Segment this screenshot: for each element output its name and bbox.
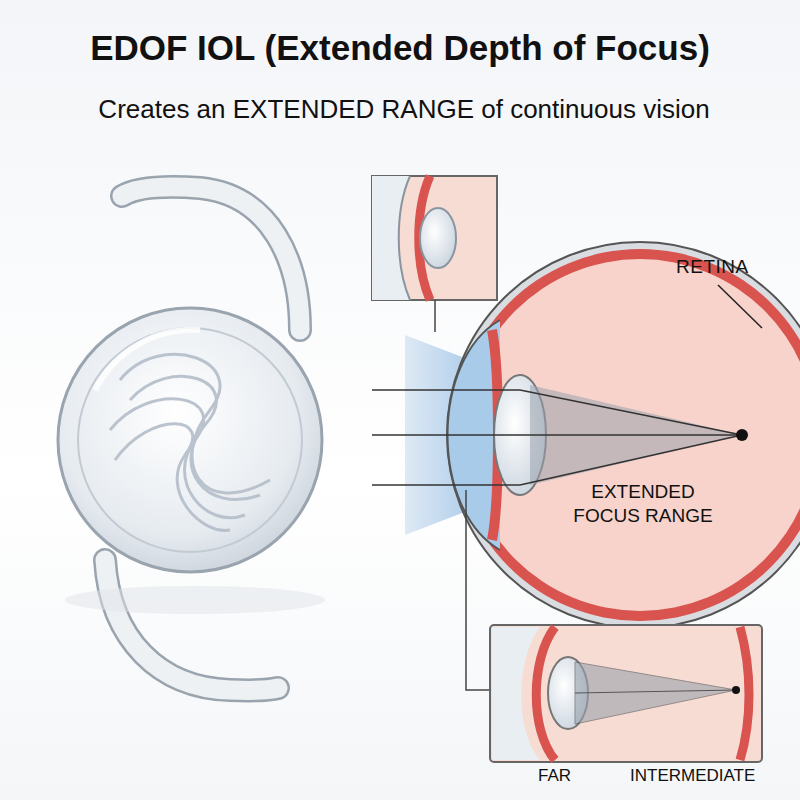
axis-label: INTERMEDIATE [630,766,755,786]
part-label: RETINA [676,256,749,278]
axis-label: FAR [538,766,571,786]
title: EDOF IOL (Extended Depth of Focus) [0,28,800,68]
region-label: EXTENDED FOCUS RANGE [558,480,728,528]
subtitle: Creates an EXTENDED RANGE of continuous … [4,94,800,125]
